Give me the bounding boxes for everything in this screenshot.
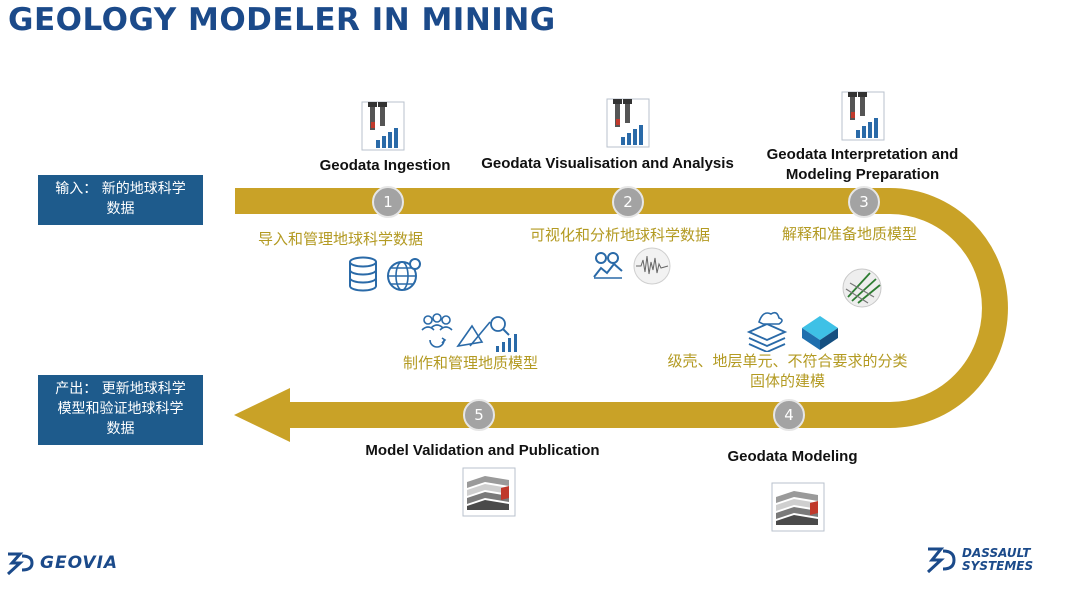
step-number-1: 1 bbox=[372, 186, 404, 218]
step-title-4: Geodata Modeling bbox=[727, 448, 858, 465]
step-description-4: 级壳、地层单元、不符合要求的分类 固体的建模 bbox=[650, 351, 925, 391]
input-box-line: 输入： 新的地球科学 bbox=[55, 181, 186, 197]
geovia-logo: GEOVIA bbox=[6, 550, 118, 576]
layered-model-icon bbox=[771, 482, 825, 532]
step-title-3-line: Geodata Interpretation and bbox=[766, 146, 959, 163]
step-description-4-line: 级壳、地层单元、不符合要求的分类 bbox=[667, 352, 908, 370]
input-box-line: 数据 bbox=[106, 201, 135, 217]
output-box-line: 产出： 更新地球科学 bbox=[55, 381, 186, 397]
seismic-disc-icon bbox=[633, 247, 671, 285]
database-icon bbox=[349, 256, 377, 292]
output-box: 产出： 更新地球科学 模型和验证地球科学 数据 bbox=[38, 375, 203, 445]
3ds-logo-icon bbox=[926, 547, 956, 574]
step-title-1: Geodata Ingestion bbox=[319, 157, 451, 174]
step-title-3: Geodata Interpretation and Modeling Prep… bbox=[760, 145, 965, 185]
step-description-4-line: 固体的建模 bbox=[749, 372, 825, 390]
step-number-5: 5 bbox=[463, 399, 495, 431]
fault-lines-disc-icon bbox=[842, 268, 882, 308]
flow-arrowhead bbox=[234, 388, 290, 442]
step-description-2: 可视化和分析地球科学数据 bbox=[530, 226, 711, 244]
page-title: GEOLOGY MODELER IN MINING bbox=[8, 2, 556, 38]
3ds-logo-icon bbox=[6, 552, 34, 576]
input-box: 输入： 新的地球科学 数据 bbox=[38, 175, 203, 225]
globe-icon bbox=[387, 258, 421, 291]
team-icon bbox=[421, 313, 517, 352]
layers-icon bbox=[746, 311, 788, 352]
flow-band bbox=[235, 188, 1008, 428]
step-title-2: Geodata Visualisation and Analysis bbox=[481, 155, 734, 172]
layered-model-icon bbox=[462, 467, 516, 517]
tool-chart-icon bbox=[361, 101, 405, 151]
terrain-block-icon bbox=[802, 316, 838, 350]
geovia-logo-text: GEOVIA bbox=[40, 553, 119, 573]
output-box-line: 模型和验证地球科学 bbox=[57, 401, 184, 417]
step-number-2: 2 bbox=[612, 186, 644, 218]
dassault-systemes-logo: DASSAULT SYSTEMES bbox=[926, 545, 1033, 575]
step-number-3: 3 bbox=[848, 186, 880, 218]
tool-chart-icon bbox=[606, 98, 650, 148]
dassault-line: DASSAULT bbox=[962, 546, 1031, 560]
step-description-1: 导入和管理地球科学数据 bbox=[258, 230, 424, 248]
step-description-5: 制作和管理地质模型 bbox=[403, 354, 539, 372]
step-number-4: 4 bbox=[773, 399, 805, 431]
step-title-5: Model Validation and Publication bbox=[365, 442, 600, 459]
systemes-line: SYSTEMES bbox=[962, 559, 1034, 573]
tool-chart-icon bbox=[841, 91, 885, 141]
binoculars-chart-icon bbox=[593, 252, 623, 279]
step-title-3-line: Modeling Preparation bbox=[785, 166, 940, 183]
dassault-systemes-logo-text: DASSAULT SYSTEMES bbox=[962, 547, 1033, 573]
output-box-line: 数据 bbox=[106, 421, 135, 437]
step-description-3: 解释和准备地质模型 bbox=[782, 225, 918, 243]
